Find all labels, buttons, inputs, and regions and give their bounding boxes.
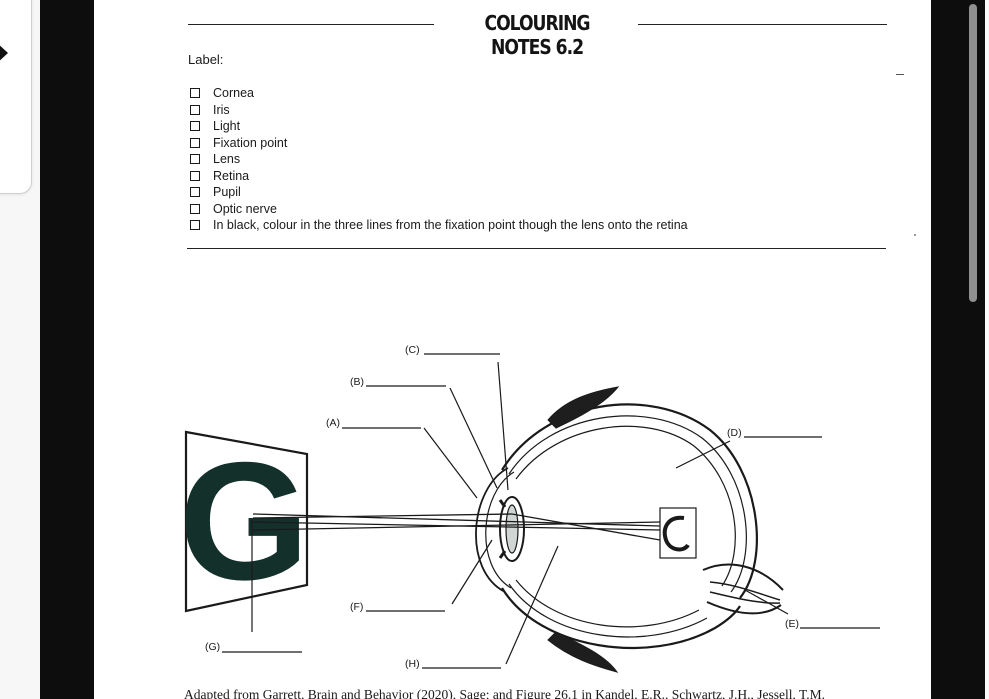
label-a: (A) bbox=[326, 417, 340, 429]
side-panel-tab[interactable] bbox=[0, 0, 32, 194]
checkbox[interactable] bbox=[190, 170, 200, 181]
label-g: (G) bbox=[205, 641, 220, 653]
label-f: (F) bbox=[350, 601, 363, 613]
checkbox[interactable] bbox=[190, 220, 200, 231]
right-edge bbox=[985, 0, 989, 699]
checklist-item-label: Lens bbox=[213, 152, 241, 167]
checklist-item: Iris bbox=[190, 102, 688, 119]
checklist-item-label: Light bbox=[213, 119, 241, 134]
stray-dot bbox=[914, 234, 916, 236]
checklist-item-label: In black, colour in the three lines from… bbox=[213, 218, 688, 233]
label-b: (B) bbox=[350, 376, 364, 388]
scrollbar-thumb[interactable] bbox=[969, 4, 977, 302]
checklist-item-label: Retina bbox=[213, 168, 250, 183]
page-title: COLOURING NOTES 6.2 bbox=[484, 11, 590, 59]
document-page: COLOURING NOTES 6.2 Label: Cornea Iris L… bbox=[94, 0, 931, 699]
stray-mark bbox=[896, 74, 904, 75]
checklist-item: Retina bbox=[190, 168, 688, 185]
checklist-item-label: Iris bbox=[213, 102, 230, 117]
checklist-item: Light bbox=[190, 118, 688, 135]
checklist-item: Optic nerve bbox=[190, 201, 688, 218]
checklist-item: Lens bbox=[190, 151, 688, 168]
checkbox[interactable] bbox=[190, 203, 200, 214]
image-letter: G bbox=[179, 427, 310, 615]
viewer-frame-left bbox=[40, 0, 94, 699]
title-rule-left bbox=[188, 24, 434, 25]
title-rule-right bbox=[638, 24, 887, 25]
checklist-item-label: Cornea bbox=[213, 86, 254, 101]
checkbox[interactable] bbox=[190, 121, 200, 132]
checklist-item: Cornea bbox=[190, 85, 688, 102]
checkbox[interactable] bbox=[190, 154, 200, 165]
expand-arrow-icon[interactable] bbox=[0, 41, 8, 65]
label-checklist: Cornea Iris Light Fixation point Lens Re… bbox=[190, 85, 688, 234]
eye-diagram: G bbox=[179, 344, 880, 673]
checkbox[interactable] bbox=[190, 88, 200, 99]
label-leaders bbox=[222, 353, 880, 669]
checklist-item: Pupil bbox=[190, 184, 688, 201]
label-texts: (C) (B) (A) (D) (E) (F) (G) (H) bbox=[205, 344, 799, 670]
checklist-item-label: Pupil bbox=[213, 185, 241, 200]
checkbox[interactable] bbox=[190, 187, 200, 198]
checklist-item-label: Optic nerve bbox=[213, 201, 277, 216]
checklist-item-label: Fixation point bbox=[213, 135, 288, 150]
checklist-item: In black, colour in the three lines from… bbox=[190, 217, 688, 234]
checklist-item: Fixation point bbox=[190, 135, 688, 152]
label-d: (D) bbox=[727, 427, 742, 439]
checkbox[interactable] bbox=[190, 104, 200, 115]
eyeball bbox=[475, 386, 784, 673]
label-heading: Label: bbox=[188, 52, 224, 67]
section-divider bbox=[187, 248, 886, 249]
label-h: (H) bbox=[405, 658, 420, 670]
figure-caption: Adapted from Garrett, Brain and Behavior… bbox=[184, 687, 825, 699]
label-e: (E) bbox=[785, 618, 799, 630]
label-c: (C) bbox=[405, 344, 420, 356]
light-rays bbox=[252, 513, 661, 541]
fixation-card: G bbox=[179, 427, 310, 615]
checkbox[interactable] bbox=[190, 137, 200, 148]
